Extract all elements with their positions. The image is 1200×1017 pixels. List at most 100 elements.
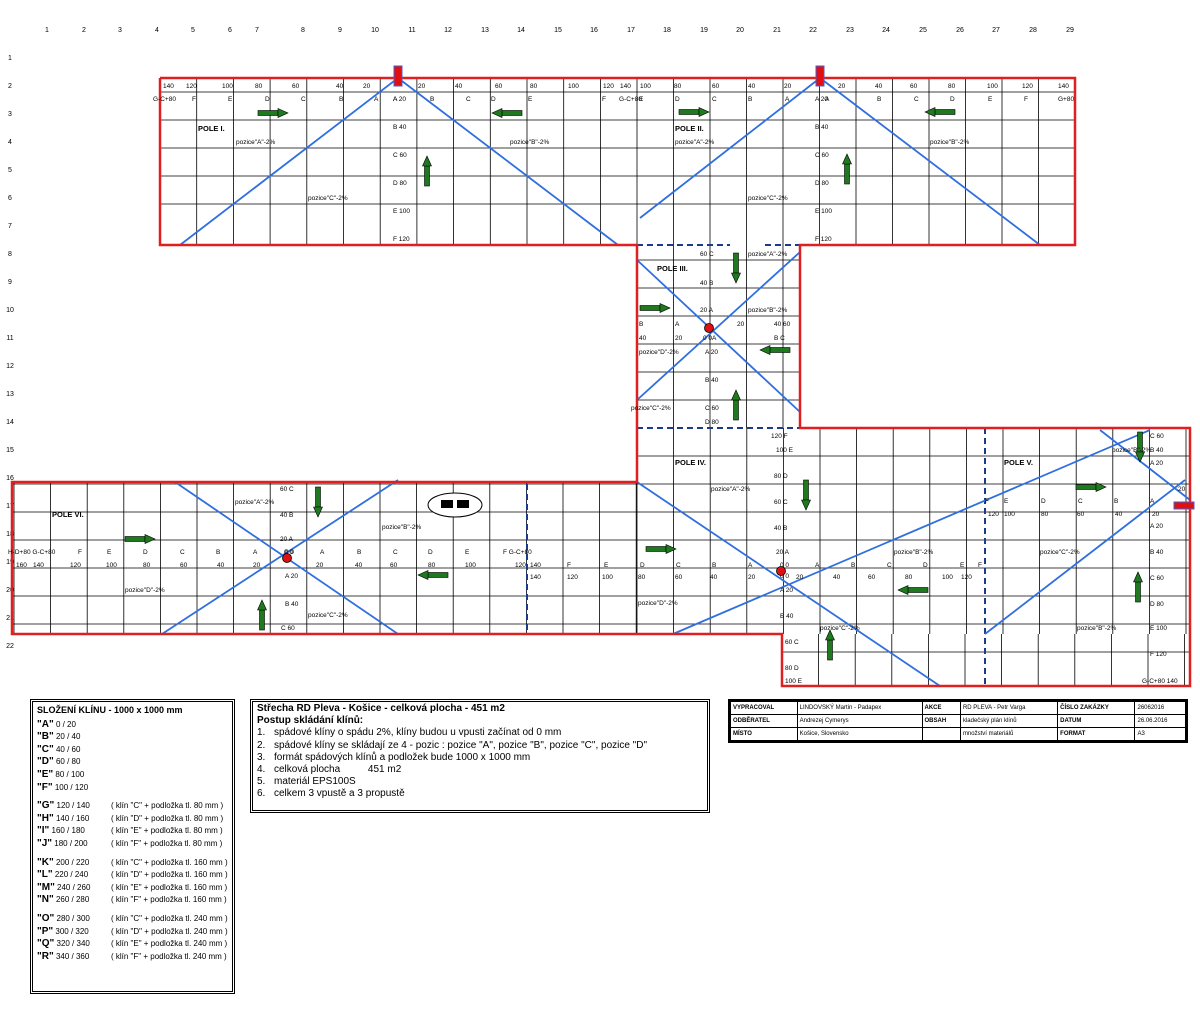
step-number: 1.: [257, 727, 266, 739]
grid-label: 40: [355, 562, 363, 569]
legend-row: "P" 300 / 320( klín "D" + podložka tl. 2…: [37, 926, 228, 939]
slope-arrow: [645, 544, 677, 554]
ruler-row-label: 1: [8, 55, 12, 62]
pole-6-label: POLE VI.: [52, 510, 84, 519]
grid-label: C 60: [1150, 433, 1164, 440]
grid-label: B 40: [705, 377, 719, 384]
grid-label: 0 0: [284, 549, 293, 556]
pozice-label: pozice"A"-2%: [711, 486, 751, 493]
grid-label: G+80: [1058, 96, 1074, 103]
grid-label: F: [1024, 96, 1028, 103]
ruler-row-label: 8: [8, 251, 12, 258]
slope-diagonal: [819, 77, 1041, 246]
ruler-row-label: 6: [8, 195, 12, 202]
pole-3-label: POLE III.: [657, 264, 688, 273]
slope-arrow: [801, 479, 811, 511]
grid-label: A: [815, 562, 820, 569]
grid-label: A: [675, 321, 680, 328]
pozice-label: pozice"C"-2%: [1040, 549, 1080, 556]
grid-label: E: [228, 96, 233, 103]
legend-note: ( klín "F" + podložka tl. 240 mm ): [111, 951, 227, 961]
arrow-shaft: [501, 110, 523, 116]
arrow-head: [924, 107, 936, 117]
grid-label: E: [639, 96, 644, 103]
grid-label: 60: [1077, 511, 1085, 518]
legend-range: 240 / 260: [54, 882, 91, 892]
grid-label: E: [604, 562, 609, 569]
grid-label: D: [491, 96, 496, 103]
legend-row: "A" 0 / 20: [37, 719, 228, 732]
arrow-shaft: [259, 609, 265, 631]
grid-label: 20: [1178, 486, 1186, 493]
ruler-column-label: 11: [408, 27, 415, 34]
grid-label: 40: [639, 335, 647, 342]
pozice-label: pozice"B"-2%: [382, 524, 422, 531]
grid-label: 60: [292, 83, 300, 90]
arrow-head: [1095, 482, 1107, 492]
pozice-label: pozice"B"-2%: [1112, 447, 1152, 454]
step-text: celková plocha 451 m2: [274, 764, 402, 776]
legend-range: 140 / 160: [53, 813, 90, 823]
ruler-row-label: 14: [6, 419, 14, 426]
slope-diagonal: [1099, 429, 1191, 501]
ruler-row-label: 4: [8, 139, 12, 146]
grid-label: 100: [987, 83, 998, 90]
slope-arrow: [422, 155, 432, 187]
grid-label: C: [887, 562, 892, 569]
arrow-shaft: [645, 546, 667, 552]
grid-label: 120: [70, 562, 81, 569]
grid-label: E: [960, 562, 965, 569]
ruler-column-label: 16: [590, 27, 598, 34]
arrow-shaft: [733, 252, 739, 274]
title-block-key: DATUM: [1057, 714, 1136, 728]
arrow-shaft: [124, 536, 146, 542]
slope-arrow: [639, 303, 671, 313]
grid-label: E 100: [1150, 625, 1167, 632]
grid-label: 40: [217, 562, 225, 569]
pozice-label: pozice"D"-2%: [639, 349, 679, 356]
legend-range: 280 / 300: [54, 913, 90, 923]
grid-label: 20: [748, 574, 756, 581]
field-boundaries: [526, 244, 986, 686]
ruler-column-label: 21: [773, 27, 781, 34]
ruler-column-label: 20: [736, 27, 744, 34]
roof-drain: [704, 323, 714, 333]
slope-arrow: [1133, 571, 1143, 603]
slope-arrow: [417, 570, 449, 580]
ruler-row-label: 20: [6, 587, 14, 594]
step-number: 2.: [257, 739, 266, 751]
legend-code: "R": [37, 950, 54, 962]
legend-code: "I": [37, 825, 50, 837]
legend-range: 100 / 120: [52, 782, 89, 792]
arrow-head: [257, 599, 267, 611]
arrow-head: [417, 570, 429, 580]
arrow-head: [698, 107, 710, 117]
grid-label: 80 D: [774, 473, 788, 480]
grid-label: 20: [675, 335, 683, 342]
title-block-value: Košice, Slovensko: [796, 727, 923, 741]
grid-label: 60: [180, 562, 188, 569]
grid-label: D 80: [705, 419, 719, 426]
ruler-column-label: 2: [82, 27, 86, 34]
title-block-value: množství materiálů: [959, 727, 1059, 741]
grid-label: C 60: [815, 152, 829, 159]
grid-label: 80: [428, 562, 436, 569]
legend-range: 320 / 340: [54, 939, 90, 949]
grid-label: 120: [515, 562, 526, 569]
pozice-label: pozice"C"-2%: [748, 195, 788, 202]
wedge-legend: SLOŽENÍ KLÍNU - 1000 x 1000 mm "A" 0 / 2…: [30, 699, 235, 994]
ruler-column-label: 24: [882, 27, 890, 34]
grid-label: B: [639, 321, 643, 328]
pozice-label: pozice"A"-2%: [675, 139, 715, 146]
legend-row: "G" 120 / 140( klín "C" + podložka tl. 8…: [37, 800, 228, 813]
grid-label: F 120: [393, 236, 410, 243]
field-names: POLE I. POLE II. POLE III. POLE IV. POLE…: [52, 124, 1033, 519]
arrow-shaft: [907, 587, 929, 593]
grid-label: 100: [602, 574, 613, 581]
ruler-column-label: 3: [118, 27, 122, 34]
grid-label: G-C+80 140: [1142, 678, 1178, 685]
